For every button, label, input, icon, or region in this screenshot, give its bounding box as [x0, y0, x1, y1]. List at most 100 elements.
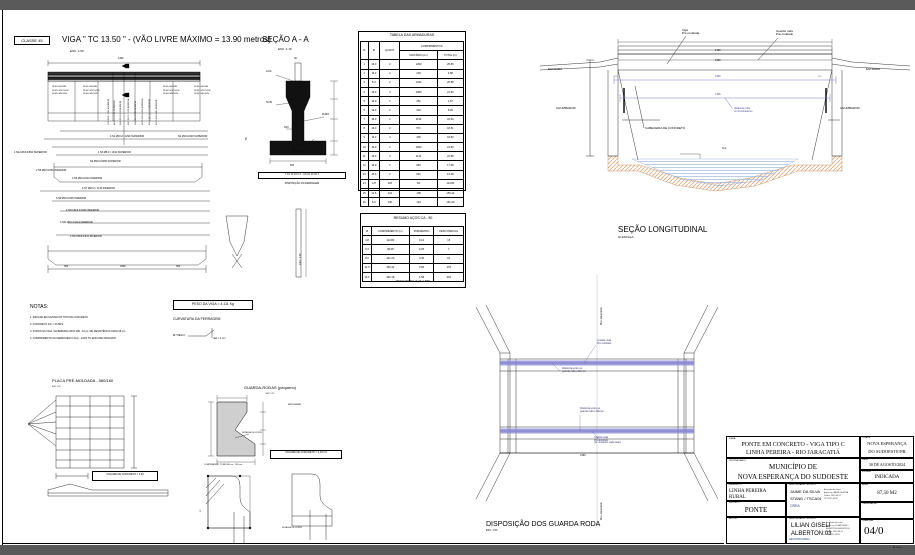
tb-area-cell	[860, 483, 914, 502]
peso-viga-label: PESO DA VIGA = 4.111 Kg	[192, 302, 234, 306]
rebar-line: 28 N14 Ø4.8/84	[194, 86, 209, 88]
table-cell: 3	[360, 77, 369, 88]
beam-bottom-dim-mid: 1960	[120, 265, 126, 268]
table-cell: 150.42	[371, 262, 410, 273]
rebar-label-inf-4: 5 N9 Ø16.0/306 INFERIOR	[56, 197, 87, 200]
plan-scale: ESC. 1:50	[486, 529, 498, 532]
notas-list: 1. INDICAR EM KG/CM2 NO TIPO DE CONCRETO…	[30, 314, 125, 342]
section-long-label-chumbador-right: CHUMBADOR	[840, 106, 860, 110]
table-cell: 7	[360, 114, 369, 125]
table-cell: 12.5	[362, 262, 372, 273]
table-cell: 13.48	[436, 169, 465, 180]
top-border-bar	[0, 0, 915, 10]
tb-projeto-value: PONTE	[744, 506, 768, 514]
section-long-label-na: N.A.	[722, 147, 727, 150]
tb-prop-cell	[726, 458, 860, 483]
armaduras-table-headrow: UNITÁRIO (cm) TOTAL (m)	[361, 50, 465, 61]
tb-area-value: 87,50 M2	[877, 491, 897, 496]
table-cell: 16.0	[367, 142, 381, 153]
section-aa-footer: DISPOSIÇÃO DA FERRAGEM	[284, 182, 320, 185]
rebar-vertical-callout-a: 1 N3 Ø8.0 / 1344 SUPERIOR	[108, 98, 110, 125]
table-cell: 26.88	[436, 77, 465, 88]
plan-label-dist-mid: Distância entre as guarda roda e Barras	[580, 407, 604, 413]
table-cell: 304	[433, 271, 464, 283]
tb-tecnico-name2: ALBERTON:03	[791, 531, 832, 537]
table-cell: 0.13	[408, 235, 435, 246]
rebar-line: 28 N16 Ø8.0/124	[52, 93, 68, 96]
table-cell: 6.3	[362, 244, 372, 255]
table-cell: 12.5	[367, 187, 381, 199]
plan-label-rio-top: Rio Jaracatiá	[599, 307, 603, 325]
table-cell: 15	[433, 235, 464, 246]
guarda-vol-box	[270, 450, 342, 459]
section-long-label-dist: distância entre os chumbadores	[734, 107, 753, 113]
beam-lower-rebar-lines	[40, 190, 210, 273]
table-cell: 0.25	[408, 244, 435, 255]
section-aa-seq: 7 10 10 10 9 4 - 4 9 10 10 10 7	[284, 173, 320, 176]
guarda-note-right: sem escala	[288, 403, 301, 406]
tb-prancha-label: PRANCHA:	[862, 520, 874, 522]
table-cell: 8.0	[367, 197, 381, 208]
table-cell: 2	[360, 68, 369, 79]
table-cell: 61	[433, 253, 464, 264]
notas-item: 3. FUROS NA VIGA, DA BEIRADA 45X2 MM - 1…	[30, 330, 126, 333]
rebar-line: 28 N15 Ø12.5/108	[52, 89, 69, 92]
rebar-label-inf-7: 4 N13 Ø16.0/641 INFERIOR	[70, 235, 102, 238]
tb-resp-crea: CREA	[790, 504, 800, 508]
rebar-callout-left-1: 28 N14 Ø4.8/84 28 N15 Ø12.5/108 28 N16 Ø…	[52, 86, 68, 97]
armaduras-th: QUANT.	[379, 40, 401, 61]
beam-elevation-title: VIGA " TC 13.50 " - (VÃO LIVRE MÁXIMO = …	[62, 35, 271, 44]
tb-projeto-label: PROJETO:	[729, 502, 740, 504]
section-long-label-viga: Viga Pré-moldada	[682, 28, 700, 35]
table-cell: 16.0	[367, 105, 381, 116]
rebar-vertical-callout-f: 4 N10 Ø16.0/1090 INFERIOR	[142, 98, 144, 125]
table-cell: 4.8	[362, 235, 372, 246]
placa-note-label: VOLUME DE CONCRETO = 0,26	[106, 473, 144, 476]
tb-tecnico-cell	[786, 517, 860, 544]
tb-obra-line1: PONTE EM CONCRETO - VIGA TIPO C	[741, 442, 845, 448]
table-cell: 2	[379, 96, 401, 107]
table-cell: 124	[399, 197, 438, 208]
armaduras-th: UNITÁRIO (cm)	[399, 50, 438, 61]
rebar-vertical-callout-e: 5 N9 Ø16.0/306 INFERIOR	[135, 100, 137, 125]
tb-data-cell	[860, 458, 914, 470]
tb-autor-cell	[726, 517, 786, 544]
tb-cidade-cell	[860, 436, 914, 458]
resumo-table-frame	[360, 213, 466, 288]
table-cell: 1114	[399, 151, 438, 162]
rebar-line: 28 N14 Ø4.8/84	[83, 86, 98, 88]
tb-projeto-cell	[726, 501, 786, 517]
placa-scale: ESC 1:25	[52, 386, 61, 388]
sheet-frame-left	[2, 10, 3, 545]
section-aa-scale: ESC. 1:15	[278, 47, 292, 51]
table-cell: 13	[360, 169, 369, 180]
rebar-line: 28 N16 Ø8.0/124	[83, 93, 99, 96]
table-cell: 11	[360, 151, 369, 162]
curvatura-detail-icon	[188, 328, 215, 338]
peso-viga-box	[173, 300, 253, 310]
section-aa-seq-box	[258, 172, 346, 179]
table-cell: 641	[399, 169, 438, 180]
tb-prancha-cell	[860, 519, 914, 544]
table-cell: 6.20	[436, 105, 465, 116]
table-cell: 38.48	[371, 244, 410, 255]
resumo-table-title: RESUMO AÇOS CA - 50	[393, 216, 433, 220]
section-long-dim-right-small: 120	[818, 76, 822, 78]
table-cell: 1.67	[436, 96, 465, 107]
resumo-th: PESO PARCIAL	[433, 225, 464, 237]
tb-corner-note: AT. 100 p.	[893, 547, 902, 549]
table-cell: 306	[399, 132, 438, 144]
section-aa-drawing	[269, 62, 338, 164]
table-cell: 16	[360, 197, 369, 208]
rebar-label-inf-3: 4 N7 Ø16.0 / 1130 INFERIOR	[82, 187, 115, 190]
section-longitudinal-drawing	[539, 35, 911, 192]
table-cell: 16.0	[367, 169, 381, 180]
guarda-detail-left-dim: 15	[200, 509, 202, 512]
curvatura-title: CURVATURA DA FERRAGEM	[173, 317, 221, 321]
